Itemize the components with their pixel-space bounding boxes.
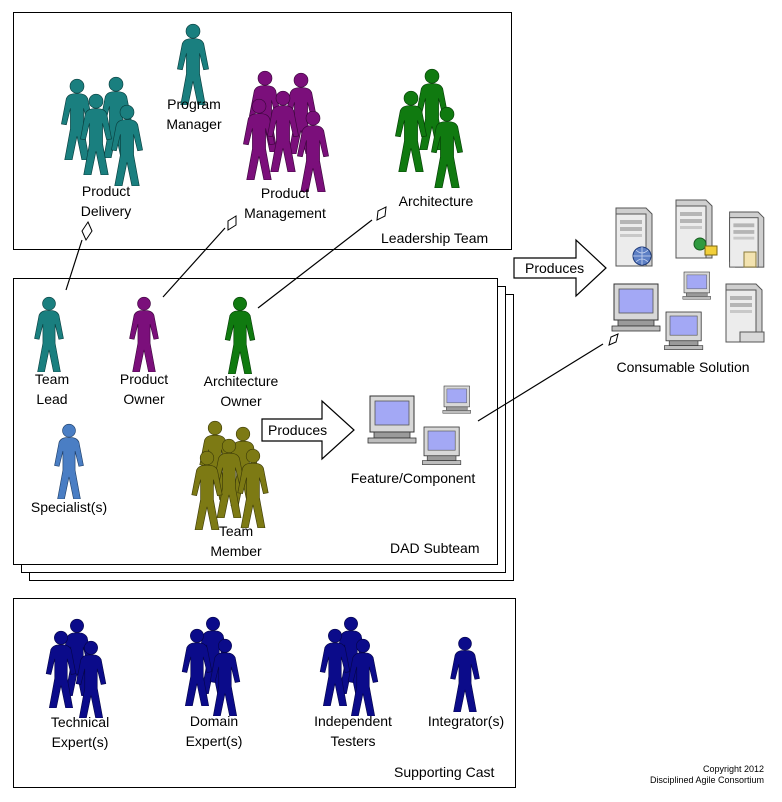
connector-architecture-owner: [257, 206, 387, 309]
server-network-icon: [675, 199, 718, 259]
solution-computers-icon: [611, 271, 711, 351]
integrators-label: Integrator(s): [427, 713, 505, 729]
leadership-team-title: Leadership Team: [381, 230, 489, 246]
specialists-label: Specialist(s): [30, 499, 108, 515]
server-tower-icon: [725, 283, 765, 343]
connector-team-lead: [65, 220, 93, 291]
supporting-cast-title: Supporting Cast: [394, 764, 495, 780]
server-document-icon: [729, 211, 765, 268]
dad-subteam-title: DAD Subteam: [390, 540, 480, 556]
produces-arrow-solution: [513, 238, 607, 298]
server-globe-icon: [615, 207, 653, 267]
architecture-label: Architecture: [398, 193, 474, 209]
produces-feature-label: Produces: [268, 422, 328, 438]
feature-component-label: Feature/Component: [350, 470, 476, 486]
connector-product-owner: [162, 215, 237, 298]
connector-feature-to-solution: [477, 333, 619, 422]
produces-arrow-feature: [261, 399, 355, 461]
consumable-solution-label: Consumable Solution: [616, 359, 750, 375]
produces-solution-label: Produces: [525, 260, 585, 276]
